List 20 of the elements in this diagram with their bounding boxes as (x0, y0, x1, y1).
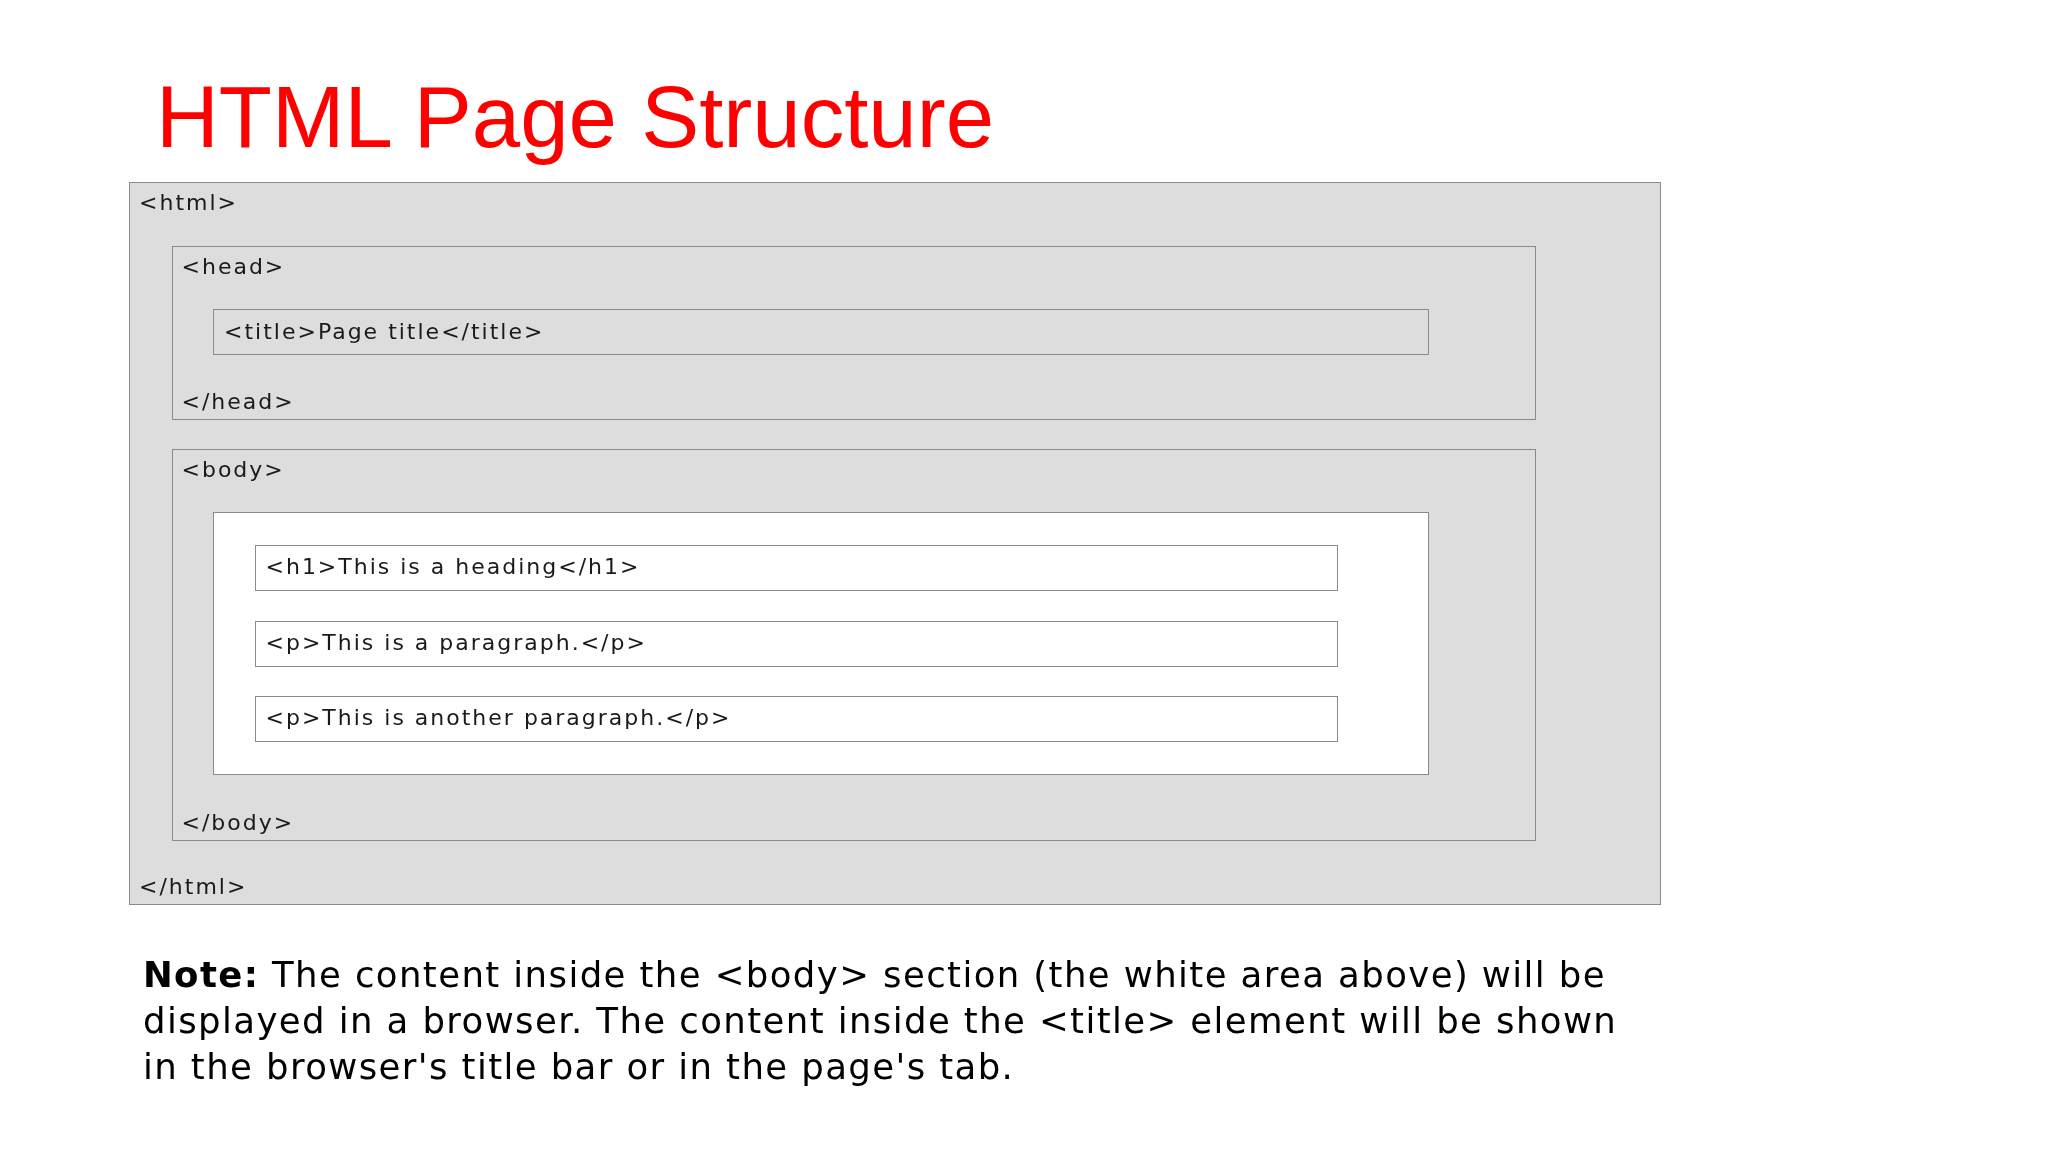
html-section-box (129, 182, 1661, 905)
element-code-text: <p>This is another paragraph.</p> (265, 705, 732, 731)
content-area (213, 512, 1429, 775)
closing-tag-text: </head> (181, 388, 295, 415)
note-paragraph: Note: The content inside the <body> section (the white area above) will be displayed in a browser. The content inside the <title> element will be shown in the browser's title bar or in the page's tab. (143, 953, 1619, 1089)
closing-tag-text: </html> (139, 874, 248, 900)
body-section-box (171, 448, 1536, 841)
element-code-text: <p>This is a paragraph.</p> (265, 630, 647, 656)
opening-tag-text: <html> (139, 190, 238, 216)
heading-element-box (254, 544, 1338, 591)
page-title: HTML Page Structure (156, 67, 995, 167)
closing-tag-text: </body> (181, 809, 295, 836)
opening-tag-text: <head> (181, 253, 286, 280)
title-element-box (213, 309, 1429, 355)
element-code-text: <h1>This is a heading</h1> (265, 554, 641, 580)
paragraph-element-box (254, 695, 1338, 742)
element-code-text: <title>Page title</title> (224, 318, 545, 345)
paragraph-element-box (254, 620, 1338, 667)
opening-tag-text: <body> (181, 456, 285, 483)
head-section-box (171, 245, 1536, 420)
